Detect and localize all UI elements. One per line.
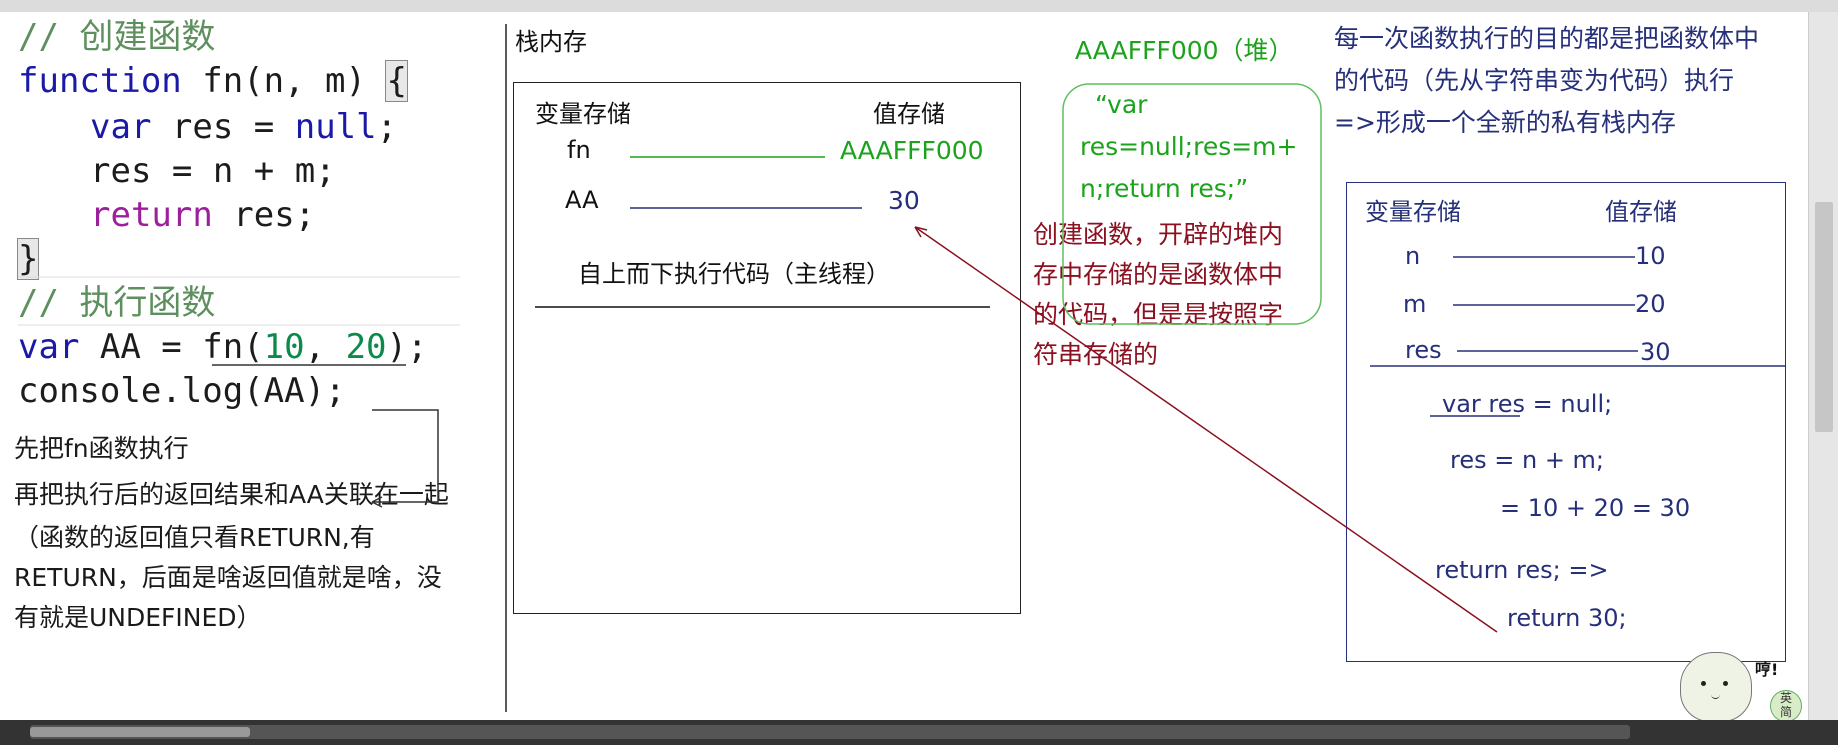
sticker-mouth	[1711, 693, 1720, 699]
heap-note-line3: 的代码，但是是按照字	[1033, 300, 1284, 329]
right-note-line2: 的代码（先从字符串变为代码）执行	[1334, 66, 1735, 95]
private-col-var: 变量存储	[1365, 198, 1461, 226]
note-line-3: （函数的返回值只看RETURN,有	[14, 523, 375, 552]
code-arg-10: 10	[263, 327, 305, 367]
code-return-rest: res;	[212, 195, 316, 235]
right-note-line1: 每一次函数执行的目的都是把函数体中	[1334, 24, 1760, 53]
heap-note-line2: 存中存储的是函数体中	[1033, 260, 1284, 289]
horizontal-scrollbar[interactable]	[30, 725, 1630, 739]
right-note-line3: =>形成一个全新的私有栈内存	[1334, 108, 1676, 137]
code-line-var-res: var res = null;	[90, 110, 397, 144]
stack-row2-name: AA	[565, 186, 599, 214]
private-step1: var res = null;	[1442, 390, 1613, 418]
stack-exec-text: 自上而下执行代码（主线程）	[578, 260, 890, 288]
whiteboard-canvas: // 创建函数 function fn(n, m) { var res = nu…	[0, 12, 1808, 722]
code-brace-close: }	[16, 238, 40, 280]
code-semicolon: ;	[376, 107, 398, 147]
vertical-scrollbar[interactable]	[1808, 12, 1838, 720]
note-line-2: 再把执行后的返回结果和AA关联在一起	[14, 480, 449, 509]
note-line-4: RETURN，后面是啥返回值就是啥，没	[14, 563, 442, 592]
badge-text-1: 英	[1779, 691, 1792, 705]
private-row-m-value: 20	[1635, 290, 1666, 318]
note-line-1: 先把fn函数执行	[14, 434, 189, 463]
sticker-eye-left	[1701, 681, 1706, 686]
vertical-scroll-thumb[interactable]	[1815, 202, 1833, 432]
heap-content-line1: “var	[1095, 90, 1148, 119]
stack-col-var: 变量存储	[535, 100, 631, 128]
heap-note-line4: 符串存储的	[1033, 340, 1159, 369]
return-arrow-head	[914, 226, 928, 238]
code-comment-exec: // 执行函数	[18, 283, 216, 323]
private-row-n-value: 10	[1635, 242, 1666, 270]
code-res-assign: res =	[151, 107, 295, 147]
stack-row1-name: fn	[567, 136, 591, 164]
heap-rounded-box	[1062, 83, 1322, 325]
code-keyword-null: null	[294, 107, 377, 147]
code-line-function: function fn(n, m) {	[18, 60, 408, 102]
private-row-m-name: m	[1403, 290, 1427, 318]
heap-note-line1: 创建函数，开辟的堆内	[1033, 220, 1284, 249]
private-row-n-name: n	[1405, 242, 1421, 270]
diagram-lines	[18, 24, 1786, 712]
code-keyword-var: var	[90, 107, 152, 147]
stack-row2-value: 30	[888, 186, 920, 215]
private-row-res-value: 30	[1640, 338, 1671, 366]
heap-content-line2: res=null;res=m+	[1080, 132, 1298, 161]
sticker-bubble-text: 哼!	[1755, 660, 1779, 679]
code-keyword-function: function	[18, 61, 182, 101]
code-arg-20: 20	[345, 327, 387, 367]
code-keyword-var2: var	[18, 327, 80, 367]
heap-content-line3: n;return res;”	[1080, 174, 1249, 203]
code-line-var-aa: var AA = fn(10, 20);	[18, 330, 427, 364]
private-col-val: 值存储	[1605, 198, 1677, 226]
stack-col-val: 值存储	[873, 100, 945, 128]
code-aa-end: );	[386, 327, 428, 367]
sticker-eye-right	[1723, 681, 1728, 686]
stack-memory-box	[513, 82, 1021, 614]
code-brace-close-text: }	[16, 238, 40, 280]
code-line-return: return res;	[90, 198, 315, 232]
code-fn-signature: fn(n, m)	[181, 61, 387, 101]
code-keyword-return: return	[90, 195, 213, 235]
return-to-aa-arrow	[914, 226, 1498, 633]
private-step2: res = n + m;	[1450, 446, 1605, 474]
code-comma: ,	[304, 327, 346, 367]
code-brace-open: {	[385, 60, 408, 102]
badge-text-2: 简	[1779, 705, 1792, 719]
sticker-badge[interactable]: 英 简	[1770, 690, 1802, 722]
private-step4: return res; =>	[1435, 556, 1609, 584]
code-line-res-sum: res = n + m;	[90, 151, 336, 191]
private-step5: return 30;	[1507, 604, 1627, 632]
private-stack-box	[1346, 182, 1786, 662]
code-comment-create: // 创建函数	[18, 17, 216, 57]
heap-address: AAAFFF000（堆）	[1075, 36, 1294, 65]
code-aa-call: AA = fn(	[79, 327, 264, 367]
note-line-5: 有就是UNDEFINED）	[14, 603, 262, 632]
stack-row1-value: AAAFFF000	[840, 136, 984, 165]
code-line-console: console.log(AA);	[18, 371, 346, 411]
console-bracket-arrow	[371, 409, 439, 508]
private-row-res-name: res	[1405, 336, 1442, 364]
stack-title: 栈内存	[515, 28, 587, 56]
private-step3: = 10 + 20 = 30	[1500, 494, 1691, 522]
horizontal-scroll-thumb[interactable]	[30, 727, 250, 737]
